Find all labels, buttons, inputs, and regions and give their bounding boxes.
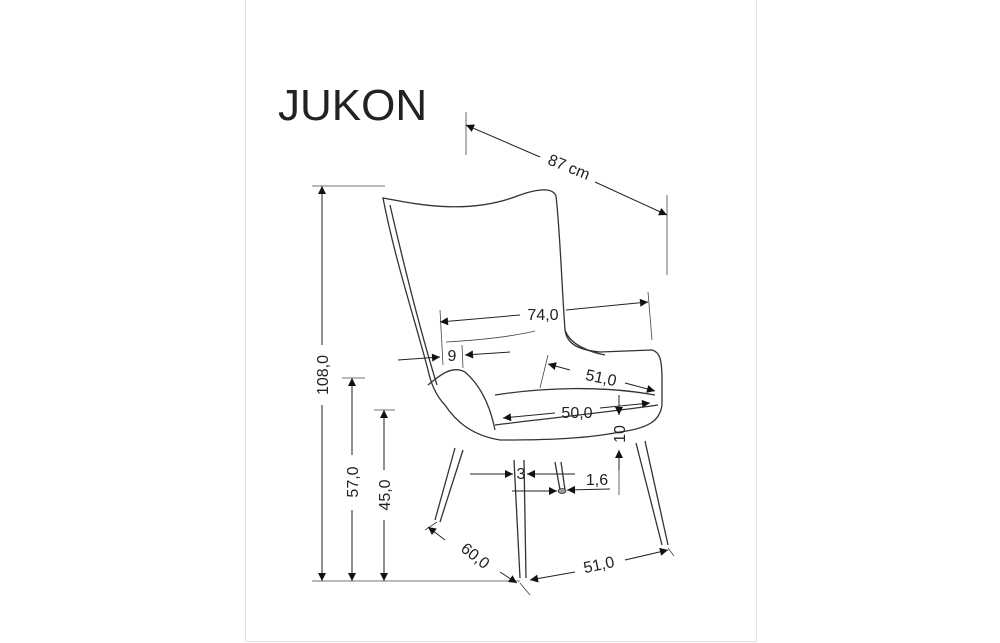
label-60: 60,0 <box>457 540 492 573</box>
label-9: 9 <box>448 348 457 365</box>
dim-leg-width: 3 <box>470 466 575 483</box>
dim-height-total: 108,0 <box>312 185 520 582</box>
label-45: 45,0 <box>377 479 394 510</box>
label-1-6: 1,6 <box>586 472 608 489</box>
chair-outline <box>382 189 669 579</box>
label-50: 50,0 <box>561 405 592 422</box>
product-title: JUKON <box>278 81 427 130</box>
label-51-base: 51,0 <box>582 554 616 577</box>
dim-seat-height: 45,0 <box>374 409 395 581</box>
label-51-arm: 51,0 <box>584 367 618 390</box>
dim-depth-total: 87 cm <box>465 112 668 275</box>
dim-arm-depth: 51,0 <box>539 354 656 393</box>
label-74: 74,0 <box>527 307 558 324</box>
label-3: 3 <box>517 466 526 483</box>
dim-base-depth: 60,0 <box>424 521 531 596</box>
label-87cm: 87 cm <box>545 152 592 184</box>
label-10: 10 <box>612 425 629 443</box>
label-57: 57,0 <box>345 466 362 497</box>
page-frame <box>245 0 757 642</box>
dim-inner-back-width: 74,0 <box>439 291 653 366</box>
dim-arm-width: 9 <box>397 344 511 369</box>
dim-base-width: 51,0 <box>529 547 675 583</box>
dim-seat-width: 50,0 <box>502 399 651 422</box>
dim-leg-foot: 1,6 <box>512 472 611 495</box>
label-108: 108,0 <box>315 355 332 395</box>
dim-seat-thickness: 10 <box>612 395 629 495</box>
dim-armrest-height: 57,0 <box>342 377 365 581</box>
